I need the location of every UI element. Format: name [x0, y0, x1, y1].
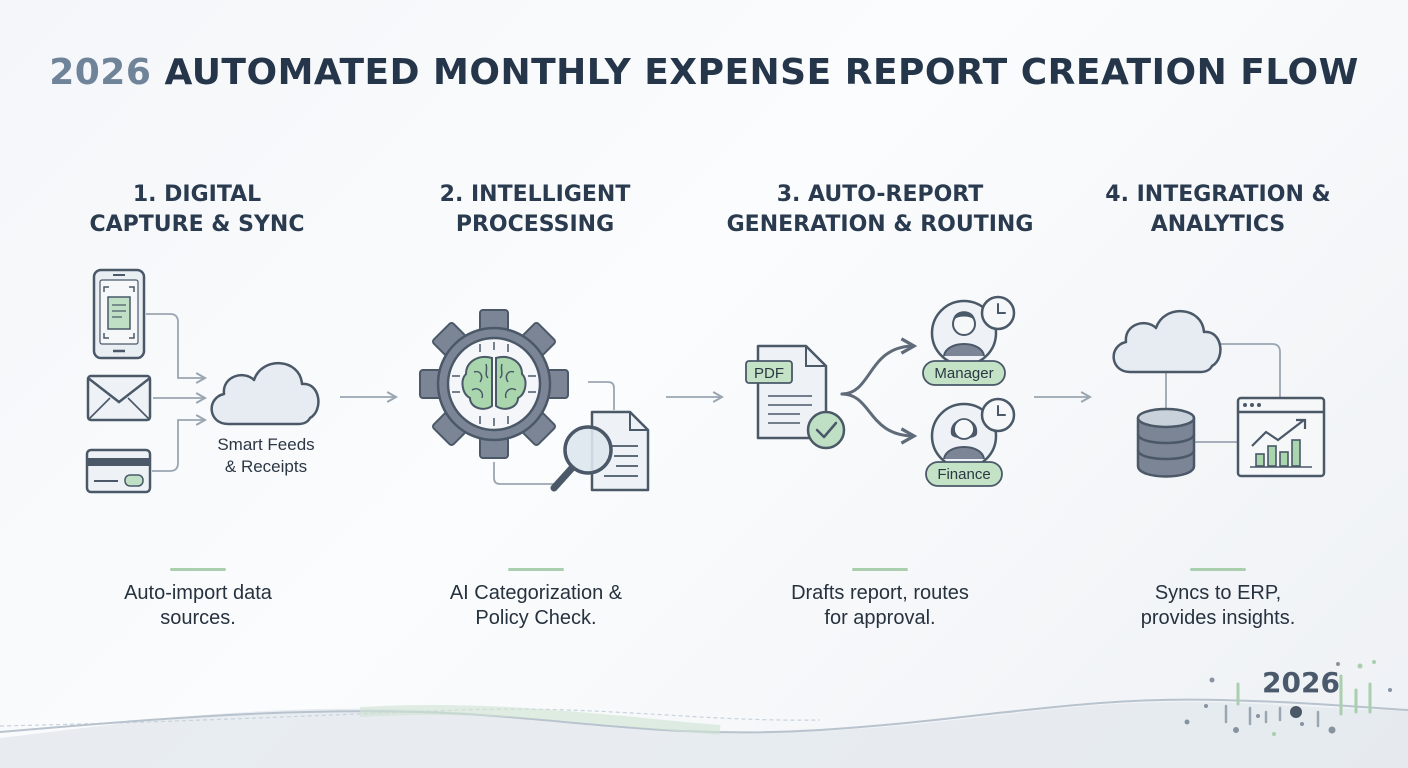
- step-4-heading-line1: 4. INTEGRATION &: [1105, 182, 1331, 207]
- step-2-heading: 2. INTELLIGENT PROCESSING: [375, 180, 695, 240]
- step-1-divider: [170, 568, 226, 571]
- step-2-caption: AI Categorization & Policy Check.: [386, 581, 686, 631]
- manager-badge: Manager: [922, 360, 1006, 386]
- step-1-heading: 1. DIGITAL CAPTURE & SYNC: [37, 180, 357, 240]
- step-2-heading-line1: 2. INTELLIGENT: [439, 182, 631, 207]
- cloud-icon: [1112, 310, 1222, 374]
- step-2-caption-line2: Policy Check.: [475, 607, 597, 629]
- bottom-wave-decoration: [0, 698, 1408, 768]
- brain-icon: [461, 356, 527, 410]
- checkmark-icon: [806, 410, 846, 450]
- step-3-caption-line2: for approval.: [824, 607, 936, 629]
- credit-card-icon: [85, 448, 152, 494]
- step-2-divider: [508, 568, 564, 571]
- clock-icon: [980, 295, 1016, 331]
- approver-finance-label: Finance: [937, 466, 990, 483]
- clock-icon: [980, 397, 1016, 433]
- step-3-caption-line1: Drafts report, routes: [791, 582, 969, 604]
- step-1-caption-line1: Auto-import data: [124, 582, 272, 604]
- step-3-caption: Drafts report, routes for approval.: [730, 581, 1030, 631]
- smartphone-receipt-icon: [92, 268, 146, 360]
- step-4-heading: 4. INTEGRATION & ANALYTICS: [1058, 180, 1378, 240]
- step-3-heading-line2: GENERATION & ROUTING: [726, 212, 1034, 237]
- database-icon: [1136, 407, 1196, 478]
- connector-lines: [146, 313, 208, 472]
- finance-badge: Finance: [925, 461, 1003, 487]
- step-1-node-label-line1: Smart Feeds: [217, 435, 314, 454]
- step-1-caption: Auto-import data sources.: [48, 581, 348, 631]
- step-1-caption-line2: sources.: [160, 607, 236, 629]
- data-dots-decoration: [1184, 660, 1392, 736]
- finance-avatar-icon: [930, 402, 998, 470]
- envelope-icon: [86, 374, 152, 422]
- step-4-caption: Syncs to ERP, provides insights.: [1068, 581, 1368, 631]
- integration-connectors: [1165, 343, 1281, 443]
- page-title: 2026 AUTOMATED MONTHLY EXPENSE REPORT CR…: [0, 52, 1408, 93]
- title-year: 2026: [49, 52, 152, 93]
- routing-arrows: [840, 337, 918, 445]
- gear-brain-icon: [419, 309, 569, 459]
- step-3-heading-line1: 3. AUTO-REPORT: [776, 182, 984, 207]
- approver-manager-label: Manager: [934, 365, 993, 382]
- step-3-divider: [852, 568, 908, 571]
- step-4-caption-line1: Syncs to ERP,: [1154, 582, 1282, 604]
- pdf-document-icon: PDF: [745, 344, 828, 440]
- step-1-node-label-line2: & Receipts: [225, 457, 307, 476]
- year-badge: 2026: [1262, 666, 1340, 699]
- magnifier-document-icon: [493, 381, 650, 492]
- step-1-heading-line2: CAPTURE & SYNC: [89, 212, 305, 237]
- step-1-heading-line1: 1. DIGITAL: [132, 182, 262, 207]
- title-text: AUTOMATED MONTHLY EXPENSE REPORT CREATIO…: [164, 52, 1359, 93]
- step-4-heading-line2: ANALYTICS: [1150, 212, 1286, 237]
- step-4-caption-line2: provides insights.: [1140, 607, 1296, 629]
- step-2-heading-line2: PROCESSING: [455, 212, 615, 237]
- pdf-tag: PDF: [754, 365, 784, 382]
- step-4-divider: [1190, 568, 1246, 571]
- analytics-window-icon: [1236, 396, 1326, 478]
- step-2-caption-line1: AI Categorization &: [449, 582, 623, 604]
- cloud-icon: [210, 362, 320, 426]
- step-3-heading: 3. AUTO-REPORT GENERATION & ROUTING: [720, 180, 1040, 240]
